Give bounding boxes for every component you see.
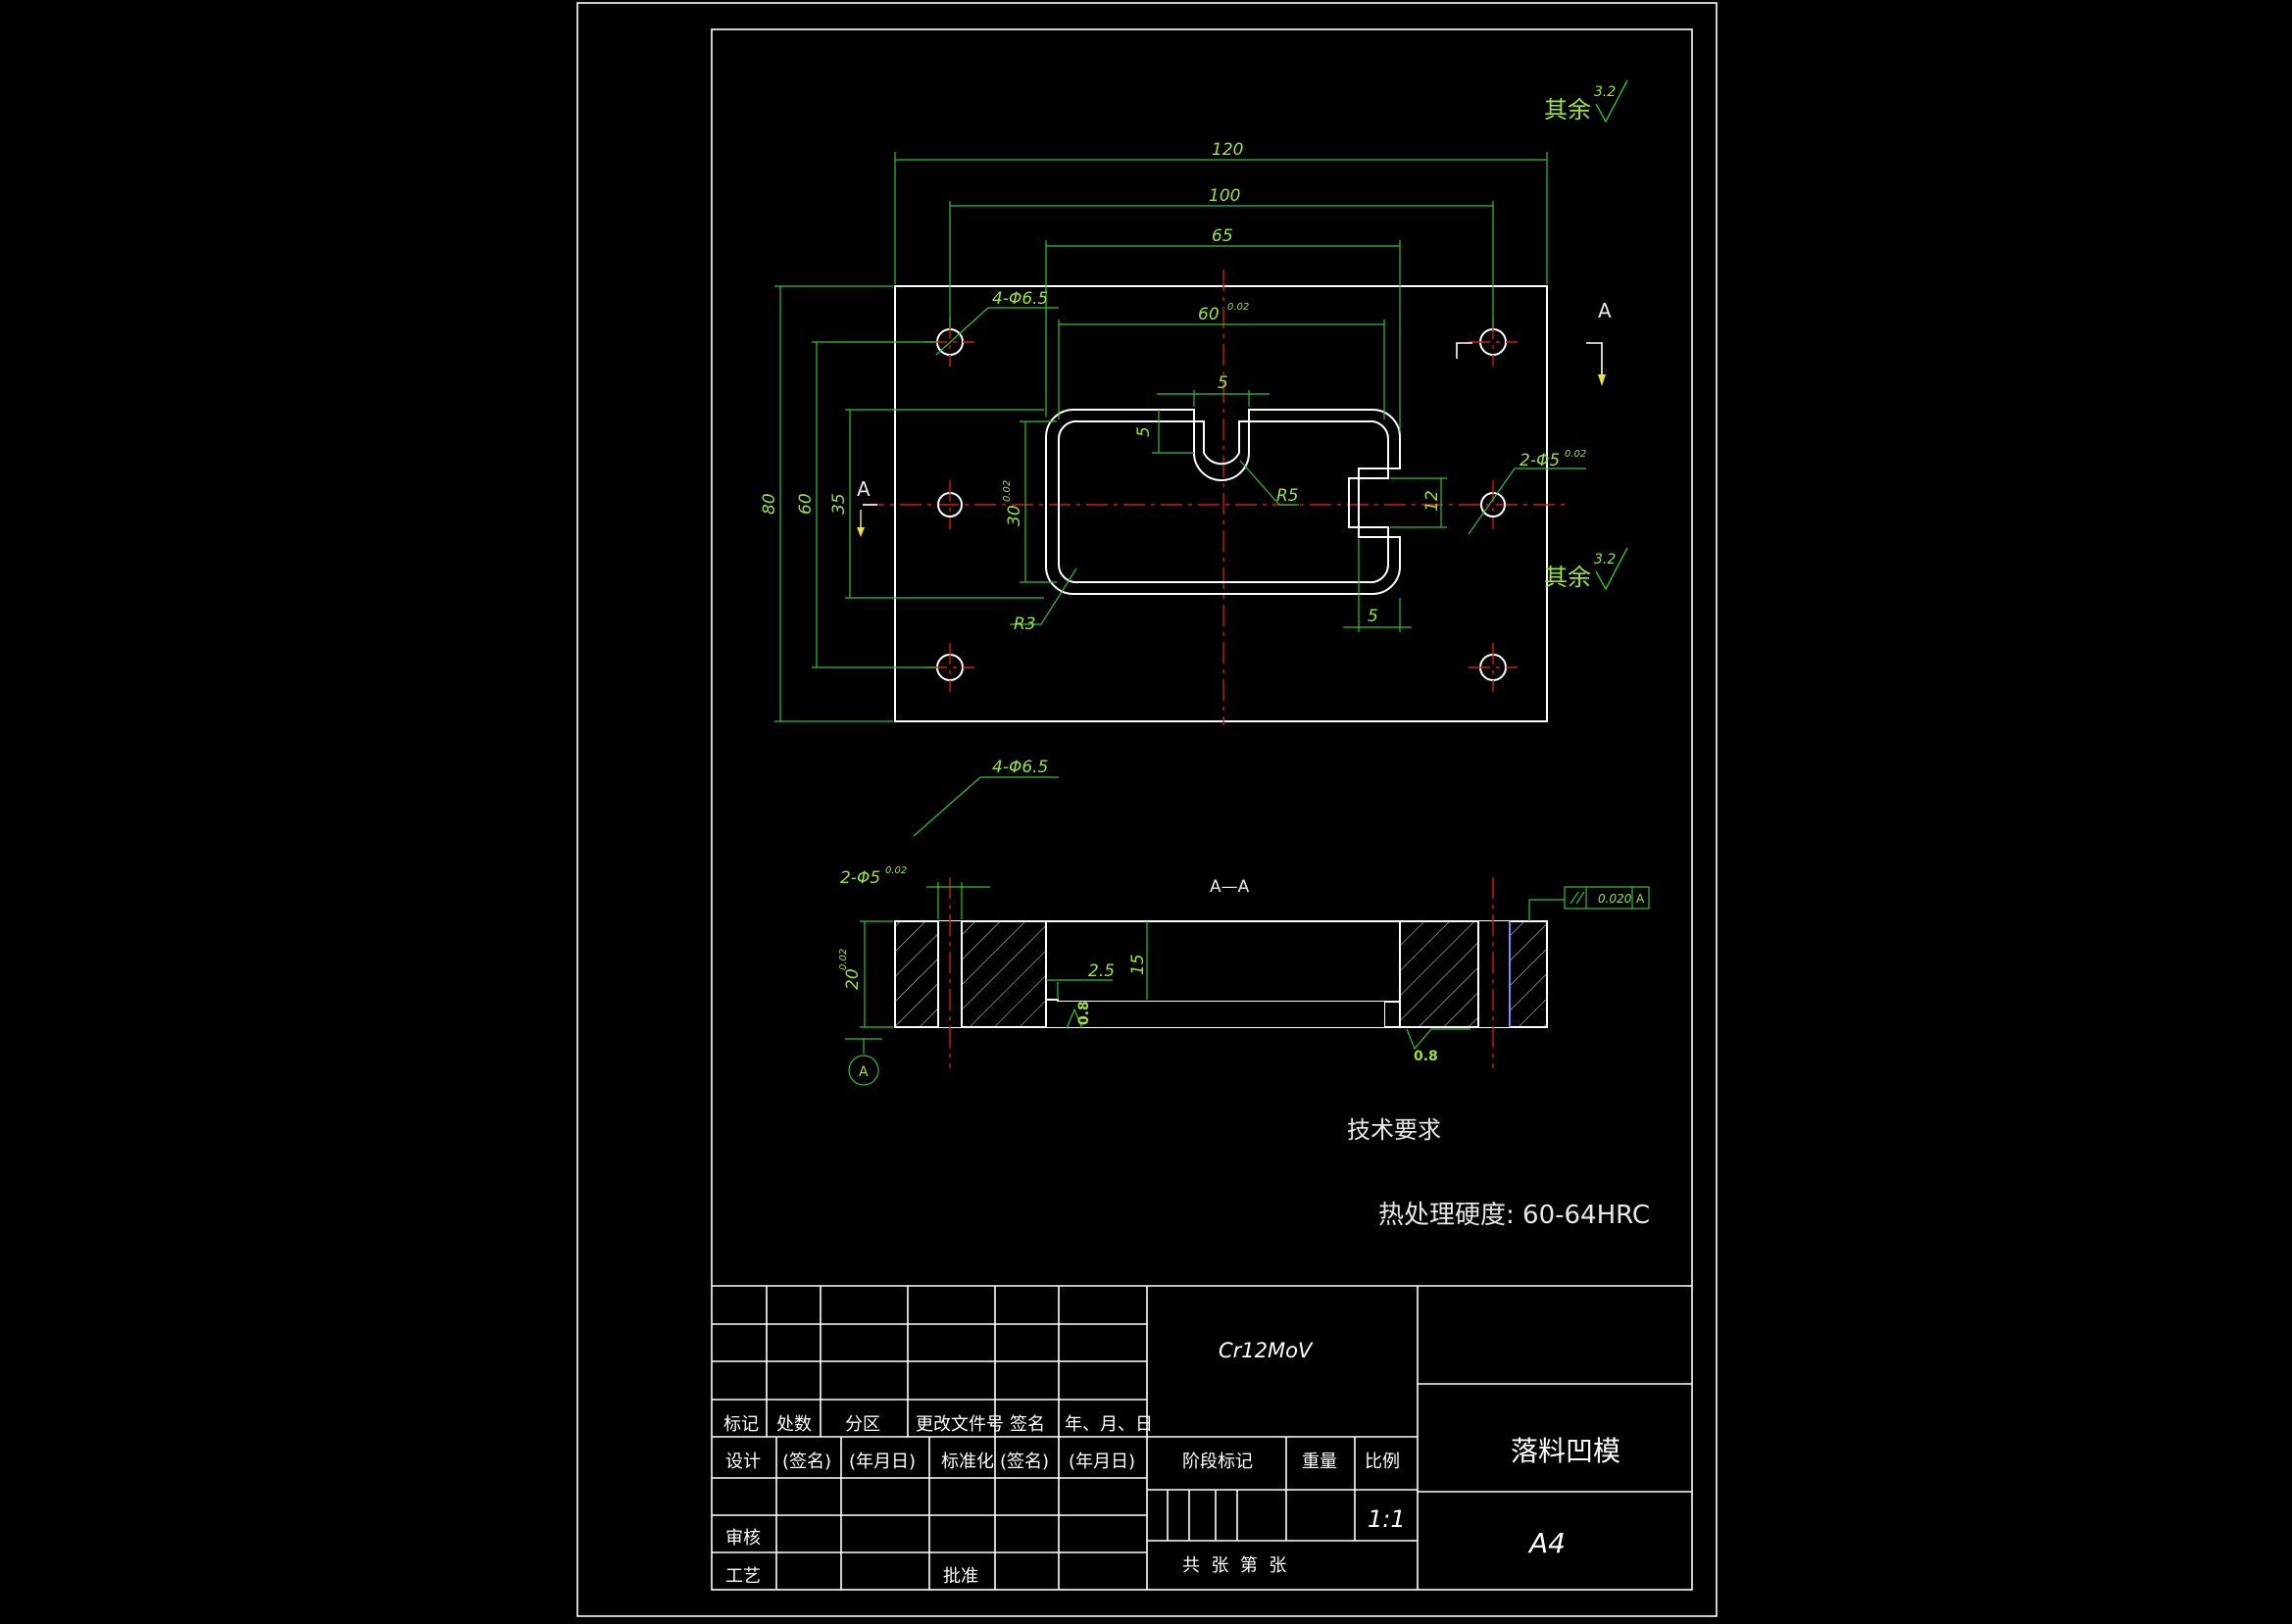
dim-holes-5-tolerance: 0.02	[1565, 449, 1586, 460]
dim-2-5: 2.5	[1088, 961, 1115, 981]
hatch-right	[1400, 921, 1547, 1027]
dim-60: 60	[1198, 305, 1220, 324]
dim-12: 12	[1422, 490, 1442, 512]
section-view: A—A	[838, 758, 1650, 1086]
dim-30: 30	[1005, 505, 1024, 526]
h-date: 年、月、日	[1065, 1414, 1153, 1435]
roughness-rest-label-2: 其余	[1544, 564, 1591, 591]
design-date: (年月日)	[849, 1452, 916, 1472]
section-title: A—A	[1210, 877, 1250, 897]
tech-req-text: 热处理硬度: 60-64HRC	[1378, 1201, 1650, 1230]
dim-holes-6-5: 4-Φ6.5	[992, 289, 1048, 309]
flatness-tolerance: 0.020	[1598, 892, 1632, 906]
dim-section-holes-6-5: 4-Φ6.5	[992, 758, 1048, 777]
approve-label: 批准	[943, 1566, 978, 1587]
standard-sign: (签名)	[1000, 1452, 1049, 1472]
part-name: 落料凹模	[1511, 1435, 1620, 1467]
leader-lines	[935, 307, 1586, 625]
dim-5-notch: 5	[1368, 607, 1378, 626]
design-label: 设计	[725, 1452, 761, 1472]
h-doc: 更改文件号	[916, 1414, 1004, 1435]
cavity-outer-outline	[1045, 409, 1401, 595]
dim-section-holes-5-tolerance: 0.02	[885, 865, 907, 876]
dim-r3: R3	[1014, 615, 1036, 634]
sheet-size: A4	[1527, 1527, 1566, 1559]
hatch-left	[895, 921, 1046, 1027]
h-mark: 标记	[723, 1414, 759, 1435]
roughness-symbol-2	[1595, 547, 1628, 591]
dim-section-holes-5: 2-Φ5	[840, 868, 880, 888]
ratio-label: 比例	[1365, 1452, 1400, 1472]
sheet-outer-border	[576, 2, 1718, 1617]
roughness-value-2: 3.2	[1594, 552, 1616, 567]
roughness-rest-label: 其余	[1544, 96, 1591, 123]
roughness-rest-top: 其余 3.2	[1544, 79, 1628, 123]
vertical-dimensions	[774, 285, 1447, 722]
horizontal-dimensions	[894, 152, 1548, 632]
material: Cr12MoV	[1219, 1339, 1314, 1362]
h-zone: 分区	[845, 1414, 880, 1435]
flatness-datum: A	[1636, 892, 1645, 906]
datum-a: A	[859, 1064, 869, 1080]
dim-35: 35	[829, 493, 849, 515]
roughness-08-right: 0.8	[1414, 1049, 1438, 1064]
holes	[925, 318, 1518, 692]
scale-value: 1:1	[1368, 1505, 1406, 1533]
plate-outline	[894, 285, 1548, 722]
dim-100: 100	[1209, 186, 1240, 206]
dim-20: 20	[843, 968, 863, 990]
roughness-rest-mid: 其余 3.2	[1544, 547, 1628, 591]
section-dimensions	[845, 776, 1650, 1086]
review-label: 审核	[725, 1528, 761, 1549]
standard-date: (年月日)	[1069, 1452, 1135, 1472]
sheets-label: 共 张 第 张	[1182, 1555, 1286, 1576]
cavity-inner-outline	[1057, 419, 1390, 584]
stage-label: 阶段标记	[1182, 1452, 1253, 1472]
weight-label: 重量	[1302, 1452, 1337, 1472]
sheet-inner-border	[711, 28, 1693, 1591]
dim-30-tolerance: 0.02	[1002, 480, 1013, 502]
tech-req-title: 技术要求	[1347, 1116, 1441, 1144]
title-block: Cr12MoV 落料凹模 A4 1:1 标记 处数 分区 更改文件号 签名 年、…	[712, 1285, 1692, 1590]
dim-120: 120	[1212, 140, 1243, 160]
pin-hole-section-right	[1478, 921, 1510, 1027]
dim-65: 65	[1212, 226, 1233, 246]
dim-60-vertical: 60	[796, 493, 816, 515]
plan-view: 120 100 65 60 0.02 5 5 5 80 60 35 30 0.0…	[760, 79, 1628, 725]
dim-60-tolerance: 0.02	[1227, 302, 1249, 313]
dim-5-slot: 5	[1218, 373, 1228, 393]
roughness-symbol	[1595, 79, 1628, 123]
dim-20-tolerance: 0.02	[838, 949, 849, 970]
dim-80: 80	[760, 493, 779, 515]
dim-5-slot-depth: 5	[1134, 426, 1154, 437]
standard-label: 标准化	[941, 1452, 994, 1472]
h-sign: 签名	[1010, 1414, 1045, 1435]
h-count: 处数	[776, 1414, 812, 1435]
section-cut-markers: A A	[857, 299, 1612, 537]
dim-r5: R5	[1276, 486, 1299, 506]
dim-15: 15	[1128, 954, 1148, 975]
process-label: 工艺	[725, 1566, 761, 1587]
roughness-08-bottom: 0.8	[1076, 1001, 1092, 1025]
dim-holes-5: 2-Φ5	[1520, 451, 1560, 470]
design-sign: (签名)	[782, 1452, 831, 1472]
section-marker-right: A	[1598, 299, 1612, 322]
pin-hole-section-left	[938, 921, 962, 1027]
section-marker-left: A	[857, 477, 871, 501]
roughness-value: 3.2	[1594, 84, 1616, 100]
